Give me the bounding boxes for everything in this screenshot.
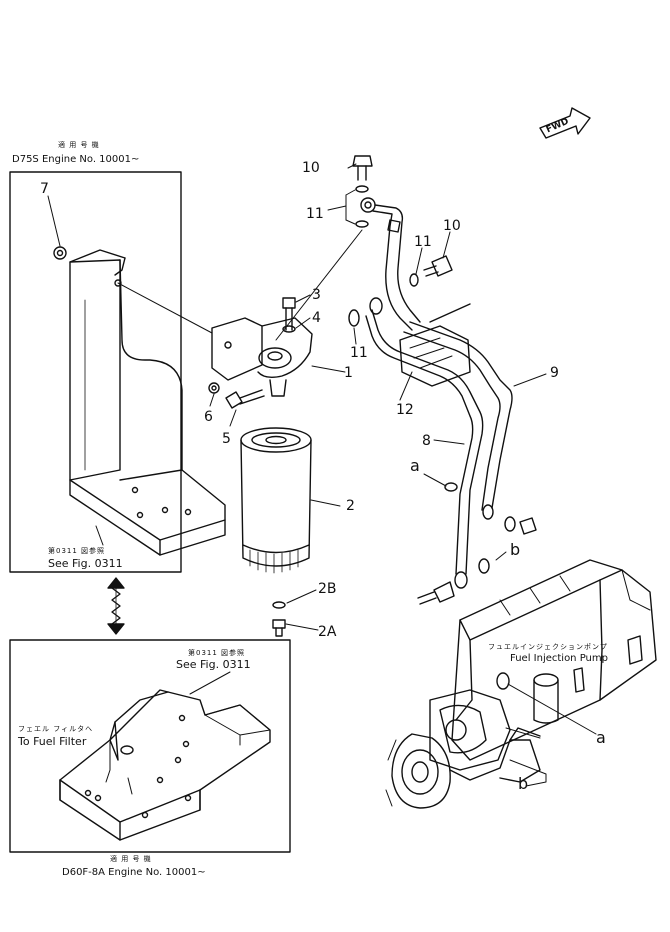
- washer-11-right: [409, 273, 419, 287]
- to-filter-jp: フェエル フィルタへ: [18, 725, 94, 733]
- callout-11-mid: 11: [350, 345, 368, 361]
- callout-1: 1: [344, 365, 353, 381]
- callout-10-right: 10: [443, 218, 461, 234]
- callout-12: 12: [396, 402, 414, 418]
- washer-6: [208, 382, 220, 394]
- d75s-see-fig-jp: 第0311 図参照: [48, 547, 106, 555]
- washer-2b: [272, 601, 286, 609]
- filter-bracket-d60f: [59, 689, 271, 841]
- d75s-applicable-jp: 適 用 号 機: [58, 141, 100, 149]
- fuel-injection-pump: [385, 559, 657, 809]
- fwd-arrow-icon: [539, 107, 591, 139]
- d60f-see-fig-jp: 第0311 図参照: [188, 649, 246, 657]
- washer-4: [282, 325, 296, 333]
- bolt-10-right: [423, 255, 453, 277]
- washer-11-mid: [348, 309, 360, 327]
- filter-bracket-d75s: [69, 249, 226, 556]
- d60f-variant-box: [9, 639, 291, 853]
- callout-2b: 2B: [318, 581, 337, 597]
- pump-label: Fuel Injection Pump: [510, 653, 608, 664]
- filter-head-1: [211, 317, 313, 397]
- to-filter: To Fuel Filter: [18, 735, 87, 748]
- callout-4: 4: [312, 310, 321, 326]
- callout-11-right: 11: [414, 234, 432, 250]
- d60f-applicable-jp: 適 用 号 機: [110, 855, 152, 863]
- callout-7: 7: [40, 181, 49, 197]
- d60f-model-engine: D60F-8A Engine No. 10001~: [62, 867, 206, 878]
- callout-2: 2: [346, 498, 355, 514]
- banjo-bolt-10-top: [352, 155, 373, 181]
- callout-3: 3: [312, 287, 321, 303]
- callout-9: 9: [550, 365, 559, 381]
- d75s-see-fig: See Fig. 0311: [48, 557, 123, 570]
- callout-2a: 2A: [318, 624, 337, 640]
- d75s-variant-box: [9, 171, 182, 573]
- d60f-see-fig: See Fig. 0311: [176, 658, 251, 671]
- callout-5: 5: [222, 431, 231, 447]
- callout-10-top: 10: [302, 160, 320, 176]
- washers-11-top: [355, 185, 376, 228]
- callout-b-pump: b: [518, 774, 529, 793]
- callout-8: 8: [422, 433, 431, 449]
- pump-label-jp: フュエルインジェクションポンプ: [488, 643, 608, 651]
- fuel-pipe-9: [403, 321, 513, 520]
- filter-cartridge-2: [240, 427, 312, 574]
- callout-a-pump: a: [596, 728, 606, 747]
- bolt-3: [282, 297, 296, 331]
- callout-6: 6: [204, 409, 213, 425]
- pipe-clamp-12: [399, 303, 471, 387]
- d75s-model-engine: D75S Engine No. 10001~: [12, 154, 140, 165]
- washer-a: [444, 482, 458, 492]
- fuel-pipe-upper: [372, 204, 421, 331]
- callout-a-pipe: a: [410, 456, 420, 475]
- callout-11-top: 11: [306, 206, 324, 222]
- nut-7: [53, 246, 67, 260]
- drain-plug-2a: [272, 619, 286, 637]
- bolt-5: [225, 389, 265, 409]
- washers-b: [417, 516, 537, 605]
- alternative-arrow: [107, 577, 125, 635]
- callout-b-pipe: b: [510, 540, 521, 559]
- fuel-pipe-8: [365, 297, 484, 589]
